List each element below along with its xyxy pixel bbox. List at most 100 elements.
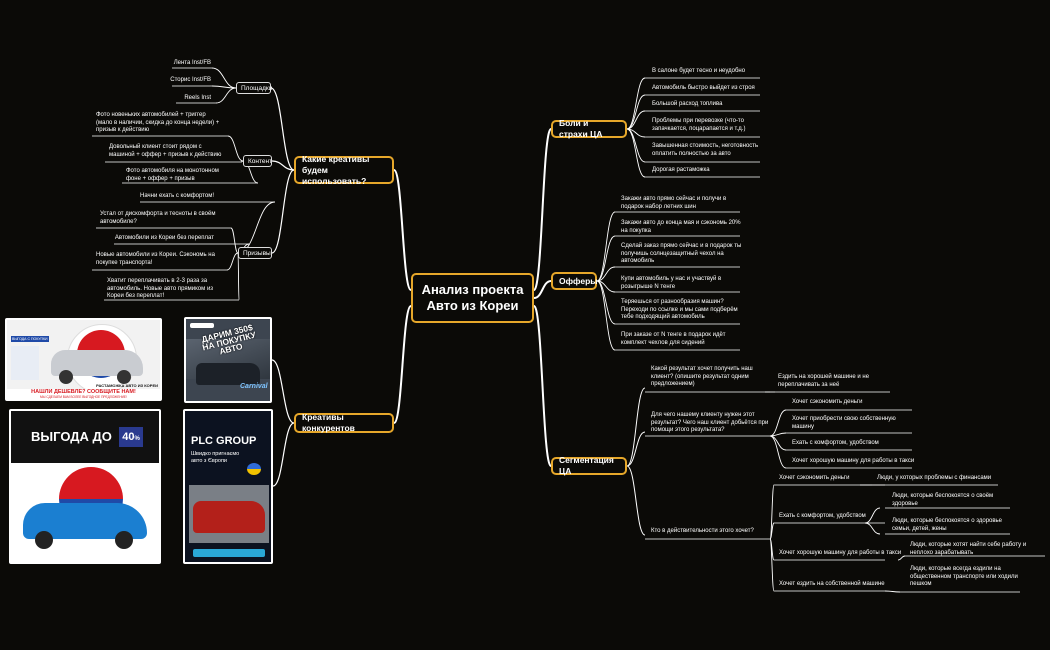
connector-line [237, 201, 276, 254]
leaf-offer: Закажи авто прямо сейчас и получи в пода… [621, 196, 727, 210]
topic-competitors[interactable]: Креативы конкурентов [294, 412, 394, 433]
central-topic[interactable]: Анализ проекта Авто из Кореи [411, 273, 534, 323]
connector-line [270, 87, 295, 171]
segment-group: Ехать с комфортом, удобством [779, 513, 866, 519]
leaf-pain: Дорогая растаможка [652, 167, 710, 173]
segment-question-result: Какой результат хочет получить наш клиен… [651, 366, 753, 388]
connector-line [864, 507, 881, 524]
leaf-pain: Проблемы при перевозке (что-то запачкает… [652, 118, 746, 132]
subtopic-calls[interactable]: Призывы [238, 247, 272, 259]
connector-line [272, 422, 295, 487]
topic-creatives[interactable]: Какие креативы будем использовать? [294, 154, 394, 186]
leaf-offer: Закажи авто до конца мая и сэкономь 20% … [621, 220, 741, 234]
connector-line [533, 305, 552, 467]
topic-pains[interactable]: Боли и страхи ЦА [551, 118, 627, 139]
connector-line [769, 484, 775, 540]
connector-line [897, 555, 906, 561]
connector-line [533, 280, 552, 299]
connector-line [769, 538, 775, 592]
leaf-content: Довольный клиент стоит рядом с машиной +… [109, 144, 222, 158]
image-cta: НАШЛИ ДЕШЕВЛЕ? СООБЩИТЕ НАМ! [31, 389, 136, 395]
competitor-ad-image-2[interactable]: ДАРИМ 350$ НА ПОКУПКУ АВТО Carnival [184, 317, 272, 403]
image-caption: РАСТАМОЖКА АВТО ИЗ КОРЕИ [96, 383, 158, 388]
subtopic-platforms[interactable]: Площадки [236, 82, 272, 94]
leaf-platform: Сторис Inst/FB [170, 77, 211, 83]
image-cta-sub: МЫ СДЕЛАЕМ ВАМ БОЛЕЕ ВЫГОДНОЕ ПРЕДЛОЖЕНИ… [40, 395, 127, 399]
topic-offers[interactable]: Офферы [551, 272, 598, 290]
competitor-ad-image-4[interactable]: PLC GROUP Швидко пригнаємо авто з Європи [183, 409, 273, 564]
connector-line [596, 235, 616, 282]
connector-line [230, 227, 239, 254]
connector-line [884, 590, 901, 593]
connector-line [393, 305, 412, 424]
segment-question-purpose: Для чего нашему клиенту нужен этот резул… [651, 412, 769, 434]
leaf-offer: Сделай заказ прямо сейчас и в подарок ты… [621, 243, 742, 265]
image-percent: 40 [122, 431, 135, 443]
segment-audience: Люди, которые хотят найти себе работу и … [910, 542, 1027, 556]
image-model: Carnival [240, 383, 268, 390]
connector-line [626, 77, 646, 130]
connector-line [626, 110, 646, 130]
connector-line [626, 431, 646, 467]
segment-audience: Люди, которые беспокоятся о своём здоров… [892, 493, 994, 507]
leaf-offer: При заказе от N тенге в подарок идёт ком… [621, 332, 726, 346]
connector-line [215, 87, 237, 104]
leaf-pain: Завышенная стоимость, неготовность оплат… [652, 143, 759, 157]
leaf-call: Автомобили из Кореи без переплат [114, 235, 214, 241]
connector-line [626, 128, 646, 163]
subtopic-content[interactable]: Контент [243, 155, 272, 167]
connector-line [626, 465, 646, 536]
segment-answer: Хочет приобрести свою собственную машину [792, 416, 896, 430]
segment-question-who: Кто в действительности этого хочет? [651, 528, 754, 534]
segment-group: Хочет сэкономить деньги [779, 475, 850, 481]
leaf-content: Фото автомобиля на монотонном фоне + офф… [126, 168, 219, 182]
leaf-pain: В салоне будет тесно и неудобно [652, 68, 746, 74]
connector-line [533, 128, 552, 291]
leaf-call: Устал от дискомфорта и тесноты в своём а… [100, 211, 216, 225]
segment-answer: Хочет сэкономить деньги [792, 399, 863, 405]
segment-audience: Люди, которые беспокоятся о здоровье сем… [892, 518, 1003, 532]
connector-line [596, 211, 616, 282]
image-badge: ВЫГОДА С ПОКУПКИ ИЗ КОРЕИ [11, 336, 49, 342]
connector-line [769, 435, 787, 469]
leaf-content: Фото новеньких автомобилей + триггер (ма… [96, 112, 220, 134]
topic-segmentation[interactable]: Сегментация ЦА [551, 455, 627, 476]
segment-audience: Люди, у которых проблемы с финансами [877, 475, 992, 481]
connector-line [769, 409, 787, 437]
segment-answer: Ездить на хорошей машине и не переплачив… [778, 374, 870, 388]
connector-line [240, 160, 244, 163]
connector-line [227, 135, 244, 162]
segment-answer: Ехать с комфортом, удобством [792, 440, 879, 446]
leaf-pain: Автомобиль быстро выйдет из строя [652, 85, 755, 91]
image-percent-sign: % [134, 436, 140, 442]
connector-line [226, 252, 239, 271]
connector-line [626, 387, 646, 467]
connector-line [271, 359, 295, 424]
connector-line [271, 160, 295, 171]
competitor-ad-image-3[interactable]: ВЫГОДА ДО 40% [9, 409, 161, 564]
leaf-platform: Reels Inst [184, 95, 211, 101]
image-headline: ВЫГОДА ДО [31, 429, 112, 444]
leaf-pain: Большой расход топлива [652, 101, 723, 107]
connector-line [626, 128, 646, 178]
segment-answer: Хочет хорошую машину для работы в такси [792, 458, 915, 464]
connector-line [211, 67, 237, 89]
image-tagline: Швидко пригнаємо авто з Європи [191, 451, 240, 464]
leaf-call: Начни ехать с комфортом! [140, 193, 214, 199]
competitor-ad-image-1[interactable]: ВЫГОДА С ПОКУПКИ ИЗ КОРЕИ РАСТАМОЖКА АВТ… [5, 318, 162, 401]
leaf-call: Хватит переплачивать в 2-3 раза за автом… [107, 278, 214, 300]
leaf-offer: Теряешься от разнообразия машин? Переход… [621, 299, 738, 321]
connector-line [769, 435, 787, 451]
segment-audience: Люди, которые всегда ездили на обществен… [910, 566, 1018, 588]
image-brand: PLC GROUP [191, 435, 257, 447]
connector-line [769, 522, 775, 540]
connector-line [626, 94, 646, 130]
segment-group: Хочет хорошую машину для работы в такси [779, 550, 902, 556]
leaf-call: Новые автомобили из Кореи. Сэкономь на п… [96, 252, 215, 266]
segment-group: Хочет ездить на собственной машине [779, 581, 885, 587]
leaf-offer: Купи автомобиль у нас и участвуй в розыг… [621, 276, 722, 290]
connector-line [393, 169, 412, 291]
connector-line [864, 522, 881, 535]
leaf-platform: Лента Inst/FB [173, 60, 211, 66]
connector-line [271, 169, 295, 254]
